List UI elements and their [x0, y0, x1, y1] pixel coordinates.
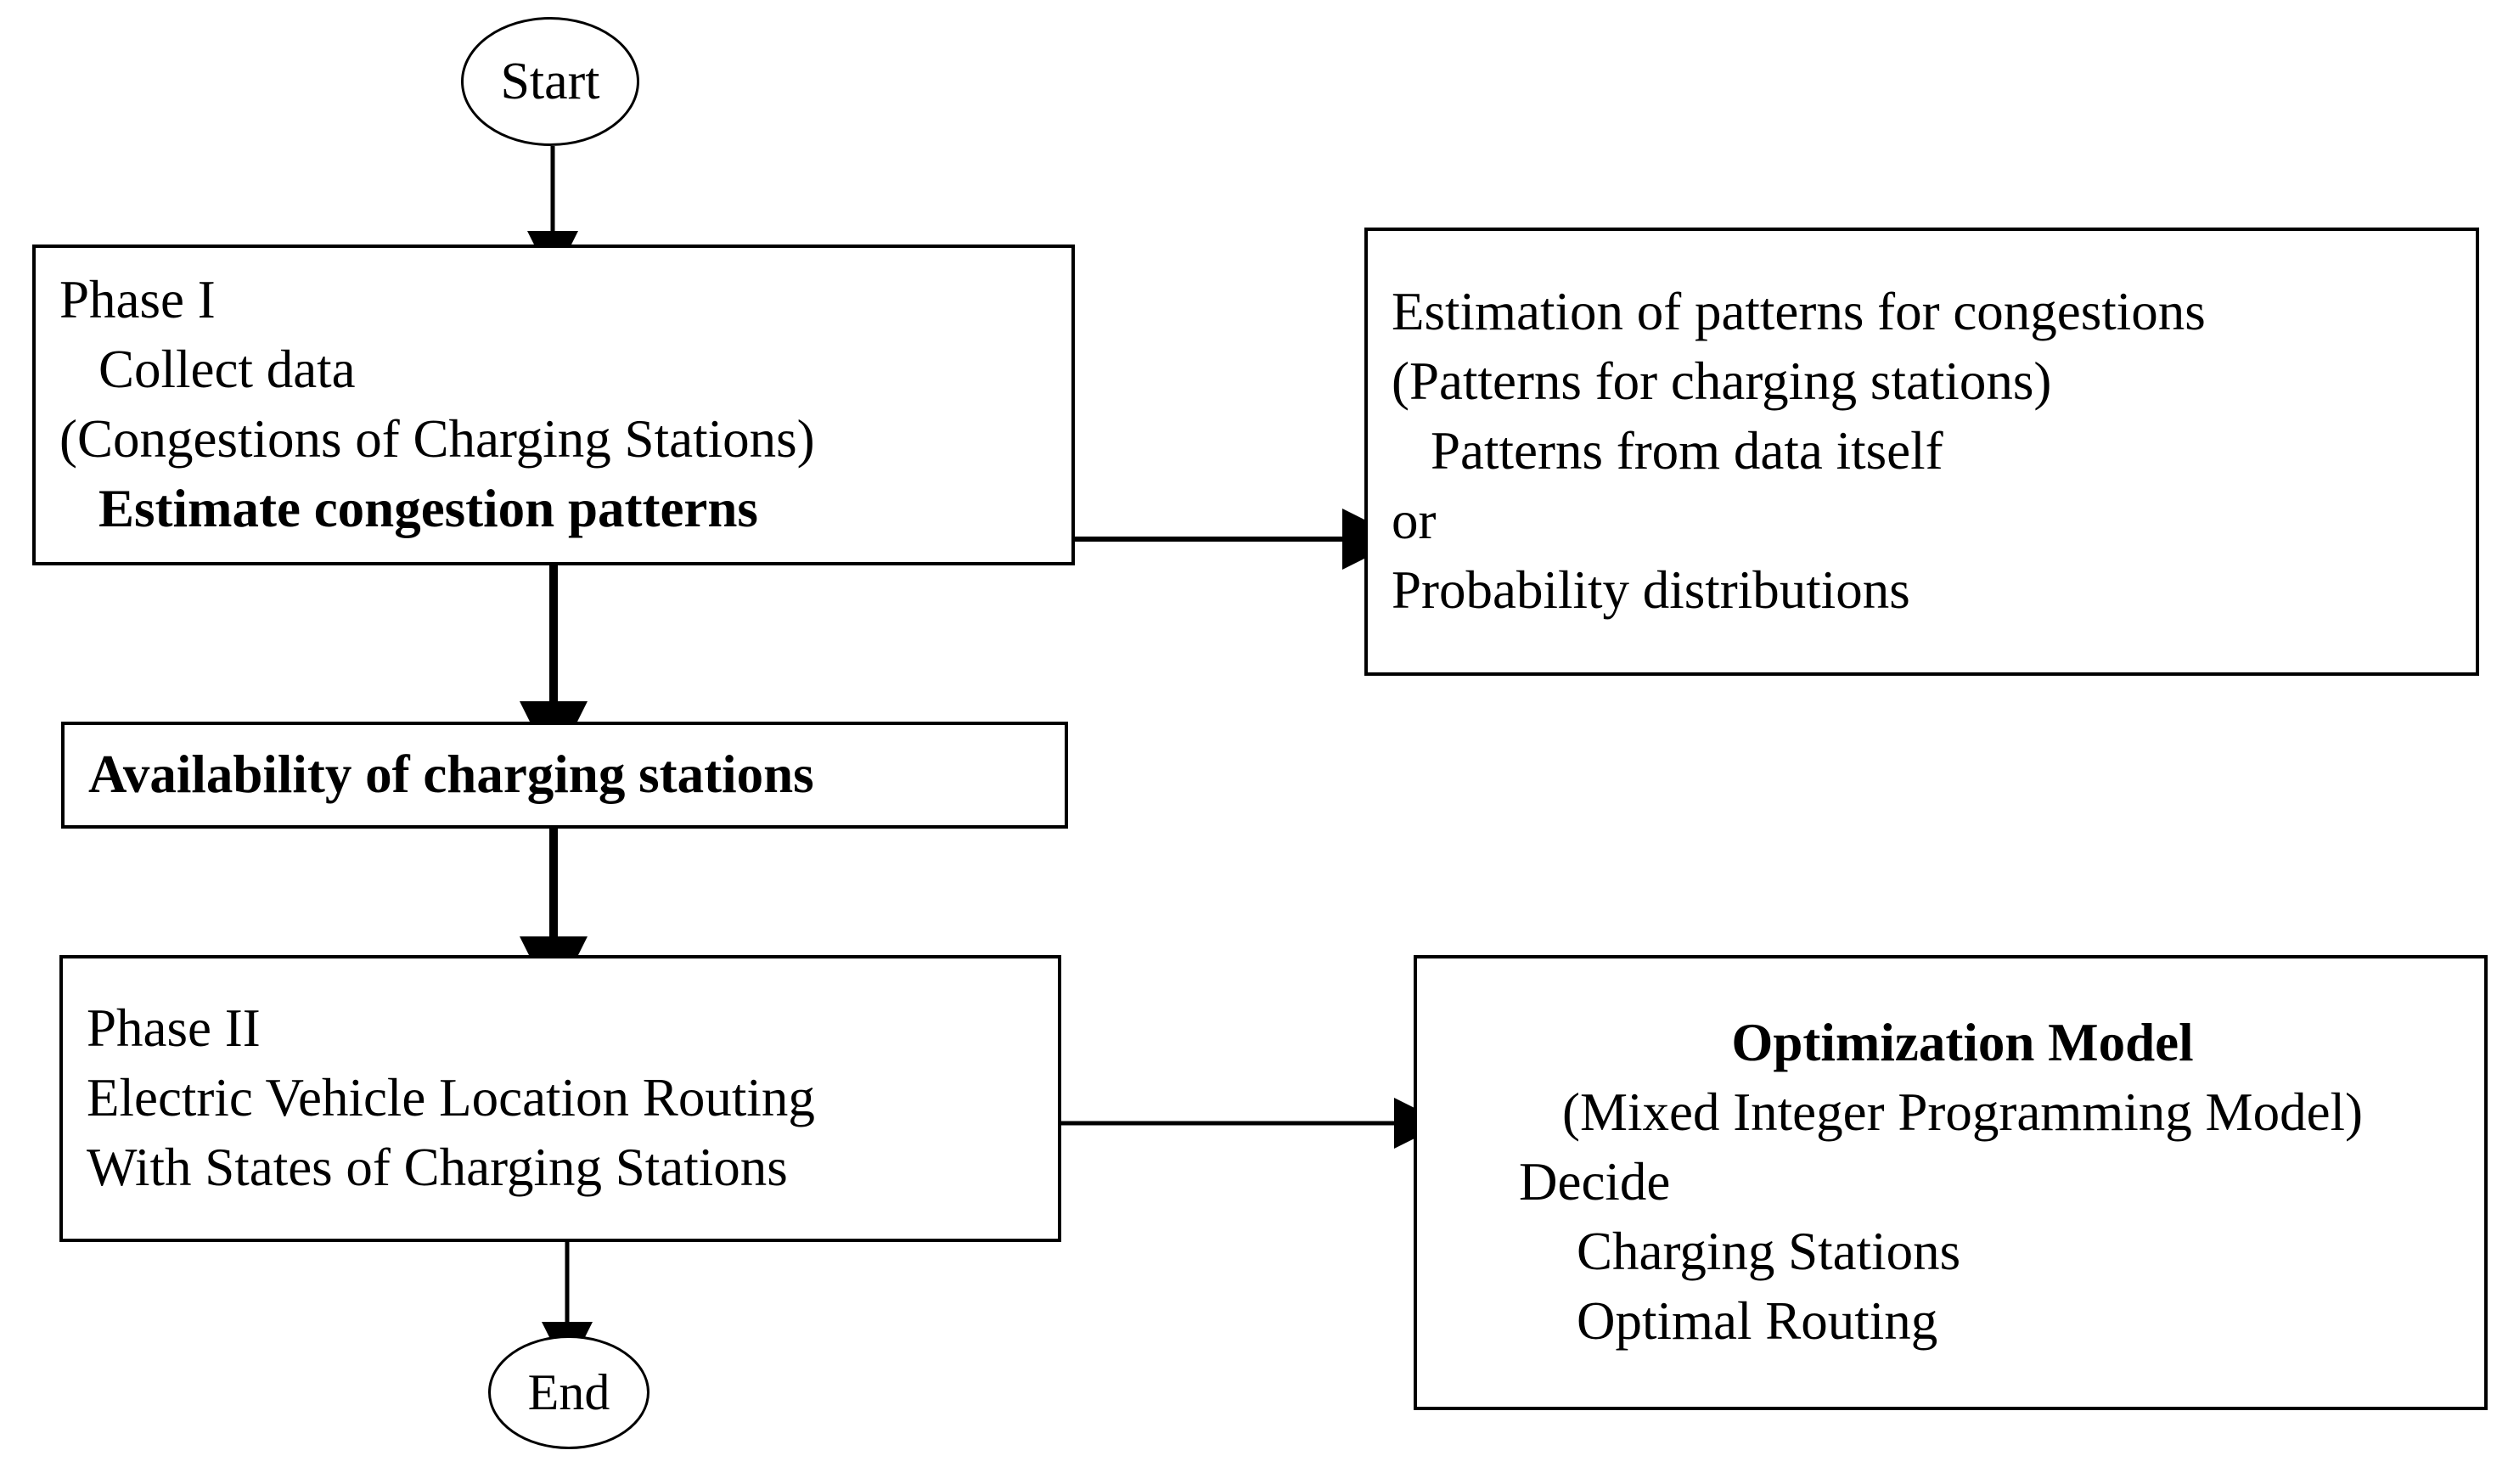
phase2-line-3: With States of Charging Stations [87, 1137, 788, 1197]
phase1-line-1: Phase I [59, 270, 216, 330]
start-label: Start [500, 53, 600, 110]
estimation-line-2: (Patterns for charging stations) [1392, 351, 2052, 412]
optimization-line-4: Charging Stations [1577, 1221, 1961, 1281]
estimation-line-3: Patterns from data itself [1431, 421, 1943, 481]
phase2-line-1: Phase II [87, 998, 261, 1059]
phase2-line-2: Electric Vehicle Location Routing [87, 1068, 815, 1128]
estimation-of-patterns-box[interactable]: Estimation of patterns for congestions (… [1364, 228, 2479, 676]
availability-line-1: Availability of charging stations [88, 745, 814, 805]
phase1-line-3: (Congestions of Charging Stations) [59, 409, 815, 469]
optimization-line-3: Decide [1519, 1152, 1671, 1212]
optimization-line-2: (Mixed Integer Programming Model) [1561, 1082, 2364, 1143]
estimation-line-4: or [1392, 490, 1437, 550]
optimization-model-box[interactable]: Optimization Model (Mixed Integer Progra… [1414, 955, 2488, 1410]
estimation-line-5: Probability distributions [1392, 559, 1910, 620]
phase-two-box[interactable]: Phase II Electric Vehicle Location Routi… [59, 955, 1061, 1242]
end-label: End [527, 1364, 610, 1420]
availability-of-charging-stations-box[interactable]: Availability of charging stations [61, 722, 1068, 829]
optimization-line-5: Optimal Routing [1577, 1290, 1938, 1351]
phase1-line-4: Estimate congestion patterns [98, 478, 758, 538]
start-terminator[interactable]: Start [461, 17, 639, 146]
phase-one-box[interactable]: Phase I Collect data (Congestions of Cha… [32, 245, 1075, 565]
estimation-line-1: Estimation of patterns for congestions [1392, 282, 2206, 342]
optimization-line-1: Optimization Model [1731, 1013, 2194, 1073]
phase1-line-2: Collect data [98, 340, 356, 400]
end-terminator[interactable]: End [488, 1335, 649, 1449]
